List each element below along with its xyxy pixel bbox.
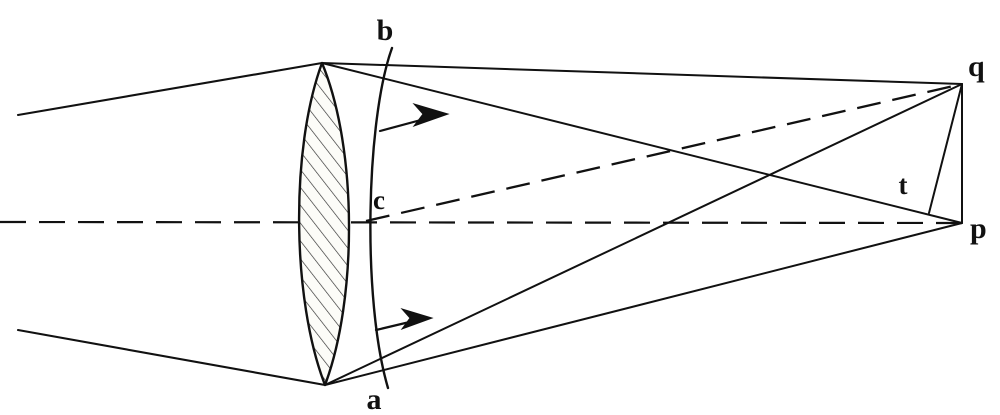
biconvex-lens xyxy=(297,61,351,387)
ray-lens-top-to-q xyxy=(321,62,963,85)
ray-lens-top-to-p xyxy=(321,62,963,224)
optical-axis xyxy=(0,220,963,225)
ray-lens-bottom-to-q xyxy=(324,83,963,386)
label-b: b xyxy=(377,14,394,47)
wavefront-arc-b-c-a xyxy=(369,46,394,390)
label-t: t xyxy=(899,170,908,200)
segment-t xyxy=(928,83,963,214)
label-c: c xyxy=(373,185,385,215)
label-p: p xyxy=(970,212,987,245)
incoming-ray-upper xyxy=(16,61,324,117)
label-a: a xyxy=(367,383,382,415)
ray-lens-bottom-to-p xyxy=(324,222,963,386)
propagation-arrow-lower xyxy=(374,308,434,332)
label-q: q xyxy=(968,50,985,83)
dashed-ray-c-to-q xyxy=(365,82,963,223)
incoming-ray-lower xyxy=(16,328,327,387)
propagation-arrow-upper xyxy=(378,103,450,133)
